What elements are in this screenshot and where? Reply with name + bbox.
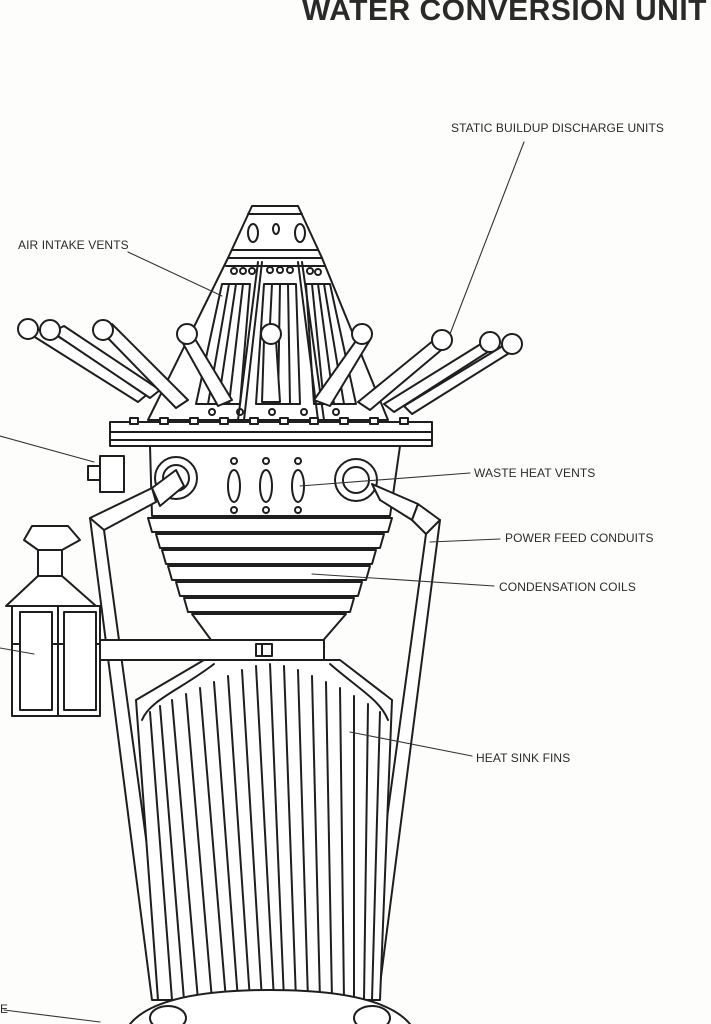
collar-band — [99, 639, 325, 661]
label-edge-fragment: E — [0, 1002, 9, 1016]
condensation-coils — [147, 517, 393, 645]
leader-lines — [0, 141, 525, 1023]
leader-tank — [0, 647, 35, 655]
leader-air — [127, 251, 223, 297]
base-dome — [129, 989, 411, 1024]
waste-heat-chamber — [149, 445, 401, 517]
label-heat-sink-fins: HEAT SINK FINS — [476, 751, 571, 765]
leader-static — [449, 141, 525, 335]
side-tank — [5, 525, 101, 717]
flange-ring — [109, 417, 433, 447]
leader-base — [3, 1009, 101, 1023]
leader-power — [429, 538, 501, 543]
leader-heat — [349, 731, 473, 757]
label-air-intake-vents: AIR INTAKE VENTS — [18, 238, 129, 252]
label-power-feed-conduits: POWER FEED CONDUITS — [505, 531, 654, 545]
nose-cone — [227, 205, 323, 259]
leader-knob — [0, 435, 95, 463]
side-knob — [87, 455, 125, 493]
label-waste-heat-vents: WASTE HEAT VENTS — [474, 466, 596, 480]
leader-cond — [311, 573, 495, 587]
leader-waste — [299, 472, 471, 487]
heat-sink-fins — [135, 659, 393, 1001]
label-condensation-coils: CONDENSATION COILS — [499, 580, 636, 594]
page-title: WATER CONVERSION UNIT — [302, 0, 707, 27]
label-static-buildup-discharge-units: STATIC BUILDUP DISCHARGE UNITS — [451, 121, 665, 135]
waste-heat-vents — [227, 457, 305, 514]
vent-holes — [230, 266, 322, 276]
static-discharge-units — [17, 318, 523, 415]
